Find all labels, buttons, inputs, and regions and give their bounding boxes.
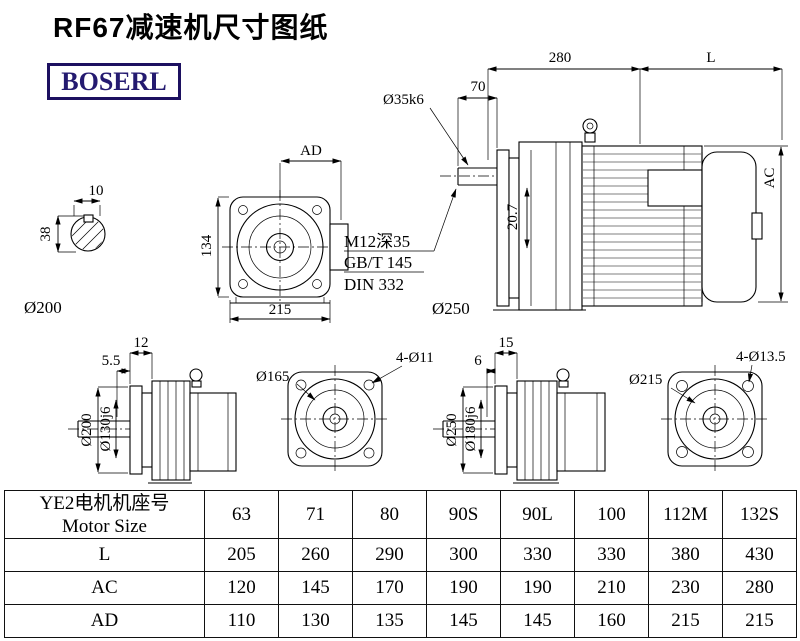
dia-label: Ø250 [444, 413, 460, 446]
page-title: RF67减速机尺寸图纸 [53, 12, 329, 43]
col-header: 63 [204, 490, 279, 539]
cell: 205 [204, 538, 279, 572]
header-en: Motor Size [62, 515, 147, 537]
dim-label: 5.5 [102, 353, 121, 369]
dia-label: Ø200 [24, 298, 62, 317]
cell: 380 [648, 538, 723, 572]
cell: 190 [426, 571, 501, 605]
dim-label: 20.7 [505, 203, 521, 230]
row-label: L [4, 538, 205, 572]
cell: 230 [648, 571, 723, 605]
cell: 190 [500, 571, 575, 605]
dim-label: 215 [269, 302, 292, 318]
cell: 170 [352, 571, 427, 605]
cell: 300 [426, 538, 501, 572]
cell: 145 [426, 604, 501, 638]
technical-drawing: 10 38 Ø200 AD [24, 50, 788, 484]
note-din: DIN 332 [344, 275, 404, 294]
dim-label: AC [762, 168, 778, 189]
front-view: AD 134 215 [199, 143, 349, 323]
table-header-row: YE2电机机座号 Motor Size 63 71 80 90S 90L 100… [4, 490, 797, 539]
dim-label: 134 [199, 234, 215, 257]
side-view-right: 15 6 Ø250 Ø180j6 [433, 335, 606, 484]
dim-label: 70 [471, 79, 486, 95]
dia-label: Ø180j6 [463, 406, 479, 452]
col-header: 100 [574, 490, 649, 539]
side-view-left: 12 5.5 Ø200 Ø130j6 [68, 335, 237, 484]
table-row-AD: AD 110 130 135 145 145 160 215 215 [4, 604, 797, 638]
cell: 110 [204, 604, 279, 638]
cell: 130 [278, 604, 353, 638]
dia-label: Ø130j6 [98, 406, 114, 452]
dia-label: Ø215 [629, 372, 662, 388]
header-cn: YE2电机机座号 [39, 492, 170, 514]
col-header: 90L [500, 490, 575, 539]
cell: 135 [352, 604, 427, 638]
cell: 290 [352, 538, 427, 572]
boserl-logo: BOSERL [47, 63, 181, 100]
motor-size-header: YE2电机机座号 Motor Size [4, 490, 205, 539]
col-header: 71 [278, 490, 353, 539]
cell: 145 [500, 604, 575, 638]
cell: 430 [722, 538, 797, 572]
cell: 330 [574, 538, 649, 572]
shaft-section-view: 10 38 Ø200 [24, 183, 106, 317]
dia-label: Ø250 [432, 299, 470, 318]
table-row-AC: AC 120 145 170 190 190 210 230 280 [4, 571, 797, 605]
cell: 210 [574, 571, 649, 605]
row-label: AD [4, 604, 205, 638]
col-header: 80 [352, 490, 427, 539]
flange-view-right: 4-Ø13.5 Ø215 [629, 349, 786, 473]
note-gbt: GB/T 145 [344, 253, 412, 272]
cell: 215 [648, 604, 723, 638]
cell: 280 [722, 571, 797, 605]
dim-label: 280 [549, 50, 572, 66]
dim-label: 15 [499, 335, 514, 351]
note-m12: M12深35 [344, 232, 410, 251]
row-label: AC [4, 571, 205, 605]
motor-size-table: YE2电机机座号 Motor Size 63 71 80 90S 90L 100… [4, 490, 797, 638]
col-header: 132S [722, 490, 797, 539]
cell: 120 [204, 571, 279, 605]
cell: 260 [278, 538, 353, 572]
dim-label: 10 [89, 183, 104, 199]
holes-label: 4-Ø11 [396, 350, 434, 366]
col-header: 112M [648, 490, 723, 539]
cell: 160 [574, 604, 649, 638]
dim-label: AD [300, 143, 322, 159]
table-row-L: L 205 260 290 300 330 330 380 430 [4, 538, 797, 572]
dim-label: 12 [134, 335, 149, 351]
dim-label: L [706, 50, 715, 66]
dia-label: Ø200 [79, 413, 95, 446]
cell: 145 [278, 571, 353, 605]
shaft-dia-label: Ø35k6 [383, 92, 424, 108]
cell: 330 [500, 538, 575, 572]
holes-label: 4-Ø13.5 [736, 349, 786, 365]
dim-label: 38 [38, 227, 54, 242]
dia-label: Ø165 [256, 369, 289, 385]
flange-view-left: 4-Ø11 Ø165 [256, 350, 434, 473]
col-header: 90S [426, 490, 501, 539]
dim-label: 6 [474, 353, 482, 369]
cell: 215 [722, 604, 797, 638]
assembly-side-view: 280 L 70 Ø35k6 20.7 [344, 50, 788, 318]
